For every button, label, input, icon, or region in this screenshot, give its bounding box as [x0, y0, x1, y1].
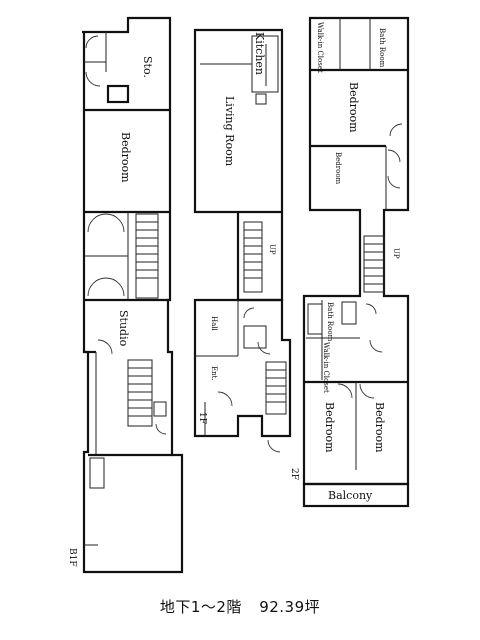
plan-caption: 地下1～2階 92.39坪: [0, 596, 480, 617]
room-label: Walk-in Closet: [322, 342, 330, 393]
area-text: 92.39坪: [259, 598, 321, 616]
room-label: Bedroom: [323, 402, 336, 453]
room-label: Bedroom: [119, 132, 132, 183]
floors-range-text: 地下1～2階: [159, 598, 242, 616]
second-floor: Walk-in Closet Bath Room Bedroom Bedroom…: [289, 16, 410, 508]
basement-floor: Sto. Bedroom Studio B1F: [67, 16, 184, 574]
room-label: Ent.: [210, 366, 218, 381]
room-label: Kitchen: [253, 32, 266, 75]
room-label: Studio: [117, 310, 130, 347]
floor-label: 1F: [197, 412, 207, 424]
room-label: Walk-in Closet: [316, 22, 324, 73]
room-label: Bedroom: [373, 402, 386, 453]
floor-label: 2F: [289, 468, 299, 480]
first-floor: Kitchen Living Room UP Hall Ent. 1F: [193, 28, 292, 453]
room-label: Bedroom: [334, 152, 342, 185]
room-label: Hall: [210, 316, 218, 332]
room-label: UP: [392, 248, 400, 259]
room-label: Bath Room: [378, 28, 386, 68]
floor-plan: Sto. Bedroom Studio B1F: [67, 16, 410, 574]
room-label: Sto.: [141, 56, 154, 78]
room-label: Bedroom: [347, 82, 360, 133]
floor-label: B1F: [67, 548, 77, 567]
room-label: Living Room: [223, 96, 236, 167]
room-label: UP: [268, 244, 276, 255]
room-label: Bath Room: [326, 302, 334, 342]
balcony-label: Balcony: [328, 489, 373, 502]
